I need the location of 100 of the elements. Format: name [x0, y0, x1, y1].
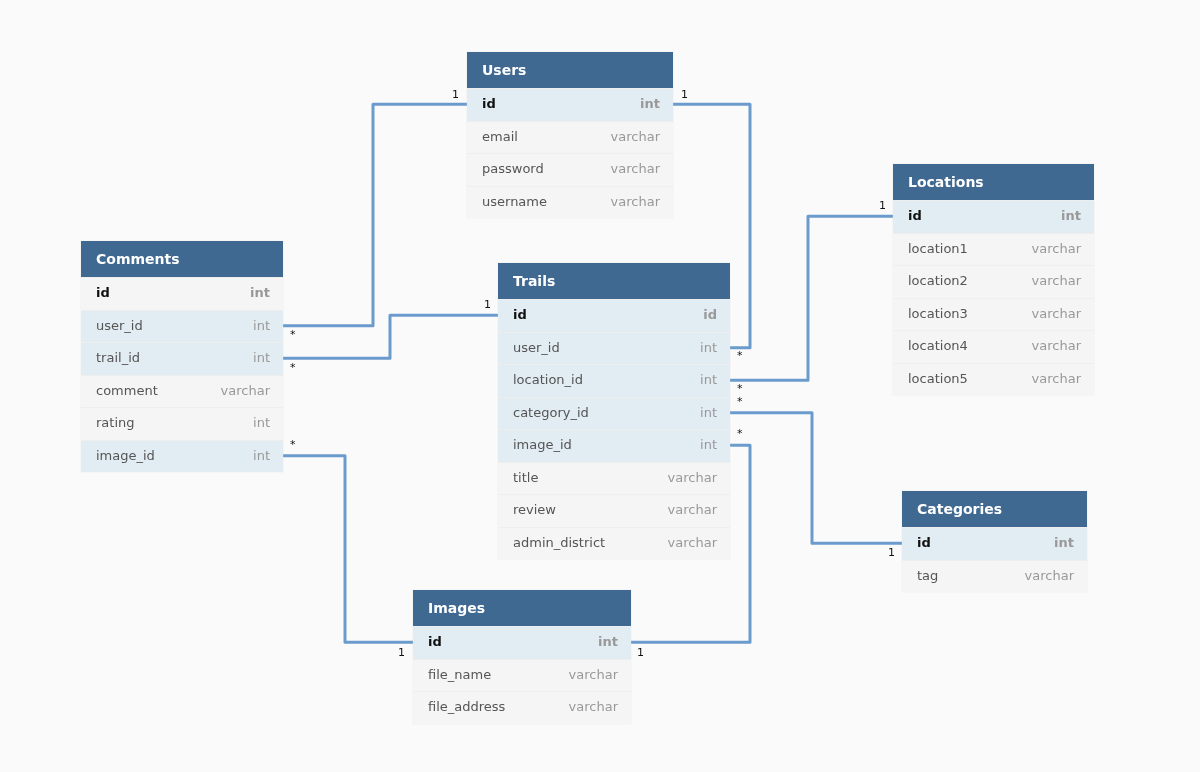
field-type: int — [640, 96, 660, 111]
cardinality-label: * — [290, 329, 296, 341]
field-name: admin_district — [513, 534, 606, 550]
field-name: email — [482, 128, 518, 144]
field-name: location5 — [908, 370, 968, 386]
field-name: id — [96, 285, 110, 300]
table-card — [902, 491, 1087, 592]
field-type: varchar — [568, 699, 618, 714]
field-name: user_id — [96, 317, 143, 333]
field-type: int — [253, 415, 270, 430]
field-name: rating — [96, 415, 135, 430]
field-row — [81, 439, 283, 472]
field-name: tag — [917, 567, 939, 583]
cardinality-label: 1 — [888, 547, 895, 559]
field-row — [498, 299, 730, 332]
field-type: varchar — [667, 469, 717, 485]
field-name: trail_id — [96, 350, 140, 365]
field-name: user_id — [513, 339, 560, 355]
field-name: file_name — [428, 666, 492, 682]
field-row — [81, 309, 283, 342]
table-name: Comments — [81, 241, 283, 277]
field-type: int — [253, 350, 270, 365]
field-row — [902, 527, 1087, 560]
table-card — [498, 263, 730, 559]
field-name: location4 — [908, 338, 968, 353]
relationship-line — [283, 313, 498, 360]
field-type: varchar — [220, 382, 270, 398]
table-name: Locations — [893, 164, 1094, 200]
field-type: int — [253, 447, 270, 463]
field-row — [413, 626, 631, 659]
field-name: id — [482, 96, 496, 111]
field-type: int — [700, 339, 717, 355]
cardinality-label: 1 — [484, 299, 491, 311]
field-type: int — [700, 404, 717, 420]
field-row — [498, 364, 730, 397]
field-type: varchar — [1024, 567, 1074, 583]
relationship-line — [283, 102, 467, 328]
field-row — [498, 396, 730, 429]
field-name: id — [908, 208, 922, 223]
cardinality-label: 1 — [452, 89, 459, 101]
field-type: id — [703, 307, 717, 322]
field-type: varchar — [610, 128, 660, 144]
relationship-line — [730, 411, 902, 545]
field-row — [498, 331, 730, 364]
field-name: location1 — [908, 240, 968, 256]
field-type: int — [700, 372, 717, 387]
cardinality-label: * — [737, 428, 743, 440]
table-card — [413, 590, 631, 724]
field-type: int — [253, 317, 270, 333]
field-name: username — [482, 193, 547, 209]
field-type: varchar — [1031, 370, 1081, 386]
field-type: varchar — [1031, 240, 1081, 256]
field-name: location2 — [908, 273, 968, 288]
field-type: int — [250, 285, 270, 300]
field-row — [81, 374, 283, 407]
cardinality-label: 1 — [637, 647, 644, 659]
field-name: id — [917, 535, 931, 550]
field-row — [81, 407, 283, 440]
field-type: varchar — [667, 534, 717, 550]
relationship-line — [730, 214, 893, 382]
field-row — [902, 559, 1087, 592]
field-type: int — [700, 437, 717, 452]
field-name: image_id — [96, 447, 155, 463]
field-name: id — [513, 307, 527, 322]
field-type: int — [1061, 208, 1081, 223]
field-row — [413, 658, 631, 691]
field-row — [498, 429, 730, 462]
cardinality-label: * — [290, 362, 296, 374]
cardinality-label: * — [290, 439, 296, 451]
field-name: id — [428, 634, 442, 649]
field-row — [893, 232, 1094, 265]
field-row — [893, 200, 1094, 233]
table-card — [467, 52, 673, 218]
field-row — [81, 277, 283, 310]
field-type: varchar — [1031, 338, 1081, 353]
field-name: location3 — [908, 305, 968, 321]
field-type: varchar — [1031, 273, 1081, 288]
field-name: image_id — [513, 437, 572, 452]
field-name: comment — [96, 382, 158, 398]
cardinality-label: 1 — [879, 200, 886, 212]
table-name: Categories — [902, 491, 1087, 527]
field-row — [467, 120, 673, 153]
relationship-line — [283, 454, 413, 644]
table-name: Users — [467, 52, 673, 88]
field-type: int — [598, 634, 618, 649]
field-type: varchar — [610, 161, 660, 176]
cardinality-label: 1 — [681, 89, 688, 101]
field-name: category_id — [513, 404, 589, 420]
table-card — [893, 164, 1094, 395]
field-type: varchar — [667, 502, 717, 517]
table-card — [81, 241, 283, 472]
field-name: review — [513, 502, 556, 517]
table-name: Images — [413, 590, 631, 626]
relationship-line — [631, 443, 752, 644]
field-type: int — [1054, 535, 1074, 550]
cardinality-label: 1 — [398, 647, 405, 659]
cardinality-label: * — [737, 350, 743, 362]
field-row — [81, 342, 283, 375]
relationship-line — [673, 102, 752, 350]
field-name: password — [482, 161, 544, 176]
